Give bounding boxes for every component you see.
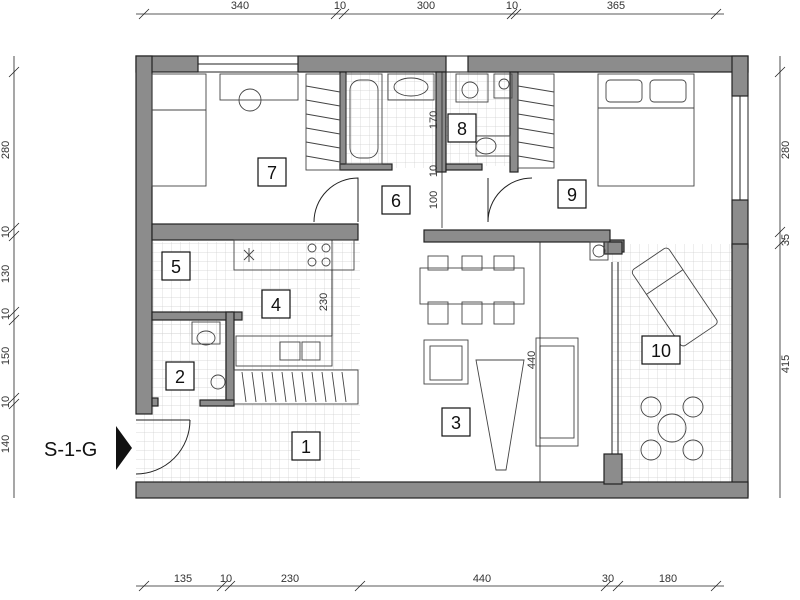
dimension-tick [8,392,20,404]
room-labels: 1 2 3 4 5 6 7 8 9 10 [161,113,681,461]
dim-right-1: 280 [780,141,792,159]
dim-bottom-1: 135 [174,573,192,585]
dim-bottom-5: 30 [602,573,614,585]
dimension-tick [330,8,342,20]
dimension-tick [710,8,722,20]
windows [197,55,749,454]
dim-top-1: 340 [231,0,249,12]
inner-dim-440: 440 [526,351,538,369]
room-10: 10 [651,341,671,361]
dim-top-3: 300 [417,0,435,12]
unit-label: S-1-G [44,439,97,461]
dimension-tick [8,306,20,318]
dimension-tick [8,66,20,78]
dim-left-1: 280 [0,141,12,159]
dimension-tick [216,580,228,592]
room-9: 9 [567,185,577,205]
dimension-tick [338,8,350,20]
room-5: 5 [171,257,181,277]
walls [135,55,749,499]
dim-right-3: 415 [780,355,792,373]
dimension-tick [138,8,150,20]
dimension-tick [8,230,20,242]
dimension-tick [354,580,366,592]
dimension-tick [774,226,786,238]
dimension-tick [224,580,236,592]
dimension-labels-top: 340 10 300 10 365 [231,0,625,12]
dim-left-2: 10 [0,226,12,238]
dimension-tick [600,580,612,592]
dimension-labels-left: 280 10 130 10 150 10 140 [0,141,12,453]
room-2: 2 [175,367,185,387]
dim-left-7: 140 [0,435,12,453]
dim-left-6: 10 [0,396,12,408]
dimension-tick [8,398,20,410]
room-8: 8 [457,119,467,139]
inner-dim-10: 10 [428,165,440,177]
dimension-tick [8,222,20,234]
dimension-ticks [8,8,786,592]
room-4: 4 [271,295,281,315]
inner-dimension-labels: 170 10 100 230 440 [318,72,541,482]
room-1: 1 [301,437,311,457]
dimension-labels-right: 280 35 415 [780,141,792,373]
room-3: 3 [451,413,461,433]
dimension-tick [506,8,518,20]
tiled-areas [136,72,738,484]
dim-top-4: 10 [506,0,518,12]
furniture [151,73,718,471]
dim-top-2: 10 [334,0,346,12]
dim-bottom-3: 230 [281,573,299,585]
dim-right-2: 35 [780,234,792,246]
dimension-tick [774,238,786,250]
dim-left-5: 150 [0,347,12,365]
dimension-tick [138,580,150,592]
dimension-tick [8,314,20,326]
inner-dim-170: 170 [428,111,440,129]
dim-left-4: 10 [0,308,12,320]
dimension-lines [8,8,786,592]
dimension-tick [612,580,624,592]
dimension-labels-bottom: 135 10 230 440 30 180 [174,573,677,585]
inner-dim-100: 100 [428,191,440,209]
dim-bottom-2: 10 [220,573,232,585]
dimension-tick [710,580,722,592]
dim-top-5: 365 [607,0,625,12]
inner-dim-230: 230 [318,293,330,311]
room-7: 7 [267,163,277,183]
dim-left-3: 130 [0,265,12,283]
room-6: 6 [391,191,401,211]
entrance-arrow-icon [116,426,132,470]
dimension-tick [774,66,786,78]
doors [135,177,533,475]
dim-bottom-4: 440 [473,573,491,585]
dim-bottom-6: 180 [659,573,677,585]
dimension-tick [510,8,522,20]
